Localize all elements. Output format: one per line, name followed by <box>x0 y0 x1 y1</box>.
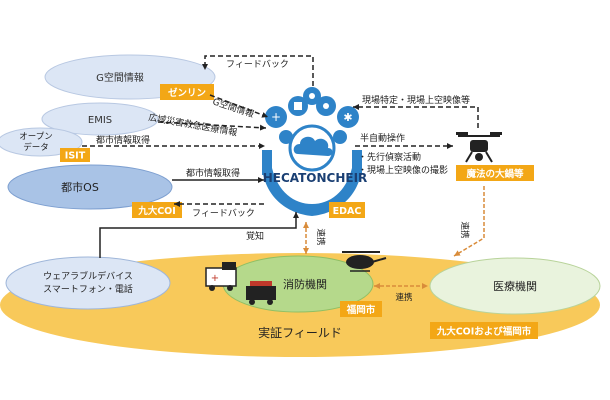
city-os-ellipse <box>7 164 173 210</box>
kyudai-fukuoka-tag-label: 九大COIおよび福岡市 <box>436 326 532 338</box>
semi-auto-label: 半自動操作 <box>360 132 405 144</box>
kyudai-fukuoka-tag <box>430 322 538 339</box>
wide-area-info-label: 広域災害救急医療情報 <box>147 111 238 138</box>
drone-company-tag <box>456 165 534 181</box>
hub-label: HECATONCHEIR <box>263 171 368 185</box>
fukuoka-city-tag <box>340 301 382 317</box>
zenrin-tag-label: ゼンリン <box>168 87 206 99</box>
link-drone-medical-arrow <box>453 186 485 257</box>
drone-icon <box>456 132 502 163</box>
g-space-label: G空間情報 <box>96 71 144 84</box>
svg-text:+: + <box>211 273 219 284</box>
isit-tag-label: ISIT <box>65 151 86 162</box>
kyudai-coi-tag-label: 九大COI <box>137 205 176 217</box>
svg-text:+: + <box>271 110 281 124</box>
link-hub-fire-label: 連携 <box>315 228 326 245</box>
wearable-label-2: スマートフォン・電話 <box>43 283 133 295</box>
fire-truck-icon <box>246 281 276 305</box>
site-video-label: 現場特定・現場上空映像等 <box>362 94 470 106</box>
emis-ellipse <box>41 102 159 136</box>
g-space-info-label: G空間情報 <box>211 95 256 120</box>
hands-holding-cloud-icon: + ✱ <box>262 87 362 216</box>
feedback-city-label: フィードバック <box>192 208 255 219</box>
site-video-arrow <box>353 104 479 128</box>
helicopter-icon <box>342 251 387 272</box>
city-os-label: 都市OS <box>61 180 99 194</box>
awareness-label: 覚知 <box>246 230 264 242</box>
emis-label: EMIS <box>88 115 112 126</box>
medical-label: 医療機関 <box>493 279 537 293</box>
feedback-top-arrow <box>202 55 314 86</box>
edac-tag-label: EDAC <box>333 206 362 217</box>
link-drone-medical-label: 連携 <box>459 221 470 238</box>
edac-tag <box>329 202 365 218</box>
g-space-info-arrow <box>209 94 269 118</box>
svg-text:✱: ✱ <box>343 111 352 124</box>
semi-auto-bullet-1: ・先行偵察活動 <box>358 151 421 163</box>
link-fire-medical-label: 連携 <box>395 292 412 303</box>
wearable-ellipse <box>5 256 171 310</box>
kyudai-coi-tag <box>132 202 182 218</box>
fukuoka-city-tag-label: 福岡市 <box>346 304 376 316</box>
city-info-fetch-1-label: 都市情報取得 <box>96 134 150 146</box>
isit-tag <box>60 148 90 162</box>
wide-area-info-arrow <box>157 121 267 131</box>
field-label: 実証フィールド <box>258 325 342 340</box>
semi-auto-bullet-2: ・現場上空映像の撮影 <box>358 164 448 176</box>
feedback-top-label: フィードバック <box>226 59 289 70</box>
ambulance-icon: + <box>205 262 237 291</box>
city-info-fetch-2-label: 都市情報取得 <box>186 167 240 179</box>
medical-ellipse <box>429 257 601 315</box>
wearable-label-1: ウェアラブルデバイス <box>43 270 133 282</box>
drone-company-tag-label: 魔法の大鍋等 <box>465 168 524 180</box>
awareness-arrow <box>99 212 299 258</box>
open-data-label-1: オープン <box>19 132 53 142</box>
zenrin-tag <box>160 84 214 100</box>
open-data-label-2: データ <box>23 142 49 153</box>
fire-dept-label: 消防機関 <box>283 277 327 291</box>
